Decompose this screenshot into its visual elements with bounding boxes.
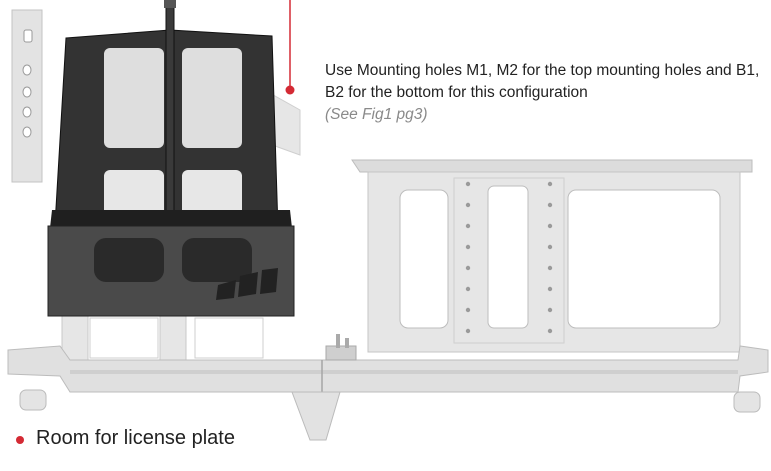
license-plate-note: Room for license plate <box>36 427 235 449</box>
figure-reference: (See Fig1 pg3) <box>325 106 428 123</box>
callout-instructions: Use Mounting holes M1, M2 for the top mo… <box>325 60 765 126</box>
red-dot-bullet-icon <box>16 436 24 444</box>
basket-logo-icon <box>216 268 278 300</box>
carrier-frame <box>61 159 753 365</box>
callout-body-text: Use Mounting holes M1, M2 for the top mo… <box>325 62 760 101</box>
tire-basket <box>47 0 295 317</box>
main-tube <box>7 334 769 441</box>
callout-leader-dot <box>285 85 295 95</box>
